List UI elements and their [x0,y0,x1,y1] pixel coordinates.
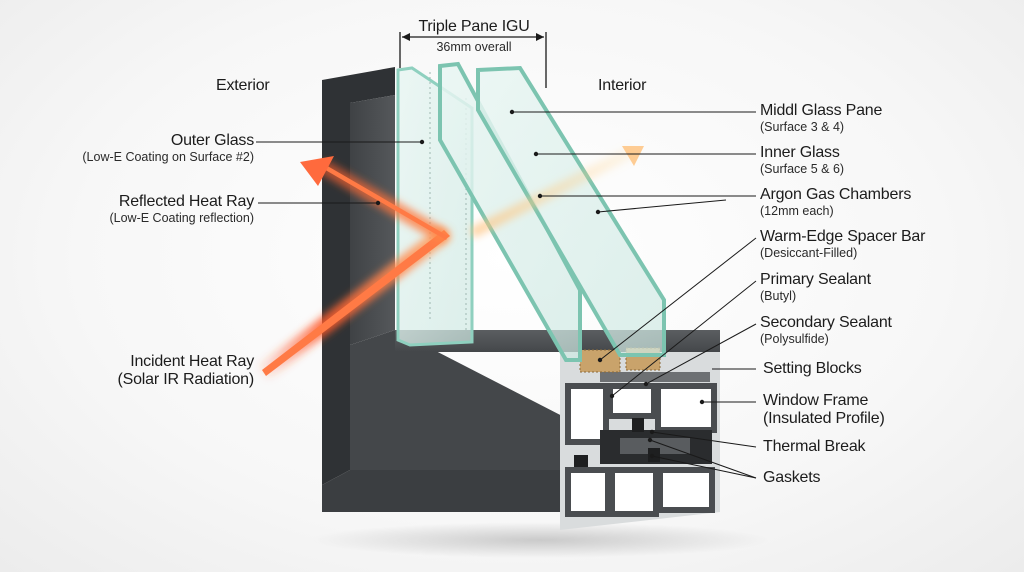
heat-rays [258,146,644,380]
label-argon-gas-chambers: Argon Gas Chambers (12mm each) [760,186,912,219]
label-thermal-break: Thermal Break [763,438,866,455]
label-window-frame: Window Frame (Insulated Profile) [763,392,885,428]
dimension-label: Triple Pane IGU 36mm overall [404,18,544,55]
gasket [632,418,644,432]
label-setting-blocks: Setting Blocks [763,360,862,377]
frame-chamber [565,383,609,445]
left-leaders [256,139,425,206]
dimension-subtitle: 36mm overall [436,40,512,55]
dimension-title: Triple Pane IGU [418,18,530,35]
gasket [574,455,588,467]
frame-chamber [655,383,717,433]
reflected-heat-ray-core [322,164,448,240]
frame-chamber [609,467,659,517]
label-middle-glass-pane: Middl Glass Pane (Surface 3 & 4) [760,102,883,135]
window-frame-bottom [395,330,720,530]
label-secondary-sealant: Secondary Sealant (Polysulfide) [760,314,892,347]
transmitted-heat-ray [470,146,636,238]
label-warm-edge-spacer-bar: Warm-Edge Spacer Bar (Desiccant-Filled) [760,228,926,261]
floor-shadow [310,522,770,558]
incident-heat-ray-core [262,230,450,376]
label-reflected-heat-ray: Reflected Heat Ray (Low-E Coating reflec… [109,193,254,226]
reflected-ray-arrowhead [300,156,334,186]
label-incident-heat-ray: Incident Heat Ray (Solar IR Radiation) [117,353,254,389]
label-inner-glass: Inner Glass (Surface 5 & 6) [760,144,845,177]
right-leaders [509,109,757,479]
setting-block [600,372,710,382]
exterior-label: Exterior [216,77,270,94]
frame-chamber [657,467,715,513]
label-primary-sealant: Primary Sealant (Butyl) [760,271,871,304]
frame-chamber [607,383,657,419]
interior-label: Interior [598,77,647,94]
dimension-bracket [399,32,547,88]
frame-chamber [565,467,611,517]
label-outer-glass: Outer Glass (Low-E Coating on Surface #2… [82,132,254,165]
transmitted-ray-arrowhead [622,146,644,166]
label-gaskets: Gaskets [763,469,821,486]
gasket [648,448,660,462]
